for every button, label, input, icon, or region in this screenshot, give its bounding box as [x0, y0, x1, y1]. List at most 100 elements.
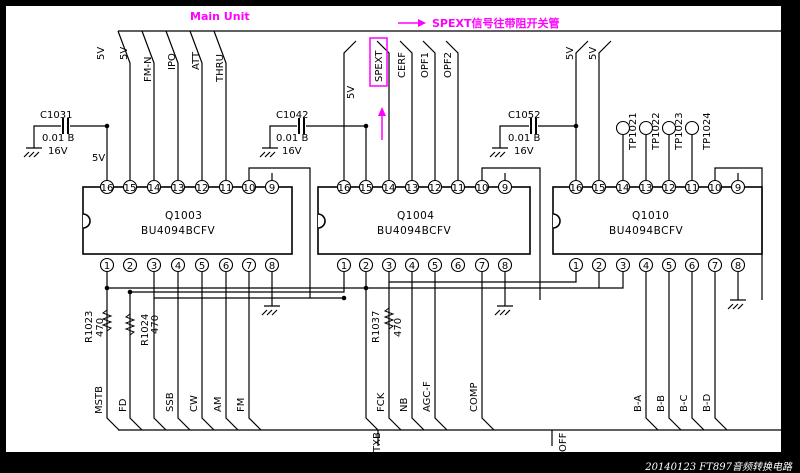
signal-b-c: B-C	[679, 395, 690, 412]
chip3-pin-5-number: 5	[666, 261, 672, 272]
test-point-label-4: TP1024	[702, 112, 713, 151]
spext-arrow	[398, 19, 426, 27]
supply-5v-label-5: 5V	[565, 47, 576, 60]
test-point-4	[684, 120, 700, 136]
chip2-pin-8-number: 8	[502, 261, 508, 272]
resistor-r1023-ref: R1023	[84, 311, 95, 343]
chip3-pin-9	[730, 179, 746, 195]
chip2-pin-14-number: 14	[383, 183, 396, 194]
chip1-pin-15	[122, 179, 138, 195]
resistor-r1023-value: 470	[95, 318, 106, 337]
chip3-pin-6	[684, 257, 700, 273]
chip2-pin-12-number: 12	[429, 183, 442, 194]
chip-notch-q1010	[552, 213, 561, 229]
test-point-label-2: TP1022	[651, 112, 662, 151]
chip1-pin-5-number: 5	[199, 261, 205, 272]
chip3-pin-1	[568, 257, 584, 273]
chip2-pin-1-number: 1	[341, 261, 347, 272]
capacitor-c1052	[489, 118, 579, 158]
chip1-bottom-pins: 1 2 3 4 5 6 7 8	[99, 257, 280, 273]
test-point-label-3: TP1023	[674, 112, 685, 151]
chip2-pin-8	[497, 257, 513, 273]
chip2-pin-11	[450, 179, 466, 195]
signal-fm-n: FM-N	[143, 57, 154, 82]
signal-agc-f: AGC-F	[422, 381, 433, 412]
chip1-pin-16-number: 16	[101, 183, 114, 194]
resistor-r1024-ref: R1024	[140, 314, 151, 346]
bus-label-txb: TXB	[372, 432, 383, 452]
chip2-pin-15	[358, 179, 374, 195]
chip2-pin-11-number: 11	[452, 183, 465, 194]
signal-opf1: OPF1	[420, 52, 431, 78]
chip1-pin-10-number: 10	[243, 183, 256, 194]
chip2-pin-2-number: 2	[363, 261, 369, 272]
capacitor-c1052-voltage: 16V	[514, 146, 534, 157]
chip3-pin-8-number: 8	[735, 261, 741, 272]
chip3-pin-11	[684, 179, 700, 195]
chip3-pin-11-number: 11	[686, 183, 699, 194]
chip2-pin-9-number: 9	[502, 183, 508, 194]
chip-body-q1004	[317, 186, 531, 255]
chip1-pin-13-number: 13	[172, 183, 185, 194]
resistor-r1024-value: 470	[150, 315, 161, 334]
schematic-diagram: Main Unit SPEXT信号往带阻开关管 Q1003 BU4094BCFV…	[23, 10, 781, 452]
chip2-pin-6	[450, 257, 466, 273]
chip1-pin-6	[218, 257, 234, 273]
supply-5v-label-4: 5V	[346, 86, 357, 99]
signal-att: ATT	[191, 51, 202, 70]
chip3-pin-7	[707, 257, 723, 273]
chip1-pin-8	[264, 257, 280, 273]
chip3-bottom-pins: 1 2 3 4 5 6 7 8	[568, 257, 746, 273]
capacitor-c1052-ref: C1052	[508, 110, 540, 121]
chip3-pin-5	[661, 257, 677, 273]
supply-5v-label-3: 5V	[92, 153, 105, 164]
signal-spext: SPEXT	[374, 50, 385, 82]
chip1-pin-1-number: 1	[104, 261, 110, 272]
supply-5v-label-6: 5V	[588, 47, 599, 60]
test-point-1	[615, 120, 631, 136]
chip3-pin-7-number: 7	[712, 261, 718, 272]
main-unit-label: Main Unit	[190, 10, 250, 23]
resistor-r1037-value: 470	[393, 318, 404, 337]
chip3-pin-12	[661, 179, 677, 195]
chip1-pin-15-number: 15	[124, 183, 137, 194]
resistor-r1037	[383, 307, 395, 330]
supply-5v-label-2: 5V	[119, 47, 130, 60]
chip1-pin-8-number: 8	[269, 261, 275, 272]
chip3-pin-2-number: 2	[596, 261, 602, 272]
signal-cw: CW	[189, 395, 200, 412]
chip1-pin-7-number: 7	[246, 261, 252, 272]
chip2-pin-12	[427, 179, 443, 195]
chip1-pin-6-number: 6	[223, 261, 229, 272]
chip2-top-pins: 16 15 14 13 12 11 10 9	[336, 179, 513, 195]
chip3-pin-10	[707, 179, 723, 195]
test-point-2	[638, 120, 654, 136]
spext-highlight-box	[369, 37, 388, 87]
chip1-pin-16	[99, 179, 115, 195]
chip-ref-q1004: Q1004	[397, 210, 435, 222]
chip-part-q1004: BU4094BCFV	[377, 225, 452, 237]
chip1-pin-11-number: 11	[220, 183, 233, 194]
test-point-label-1: TP1021	[628, 112, 639, 151]
chip1-pin-10	[241, 179, 257, 195]
caption-bar: 20140123 FT897音频转换电路	[0, 456, 800, 473]
chip2-pin-15-number: 15	[360, 183, 373, 194]
signal-thru: THRU	[215, 54, 226, 83]
chip1-pin-14-number: 14	[148, 183, 161, 194]
chip2-pin-6-number: 6	[455, 261, 461, 272]
schematic-sheet: Main Unit SPEXT信号往带阻开关管 Q1003 BU4094BCFV…	[6, 6, 781, 452]
test-point-3	[661, 120, 677, 136]
chip2-pin-2	[358, 257, 374, 273]
chip1-top-wiring	[106, 30, 311, 298]
chip2-pin-3	[381, 257, 397, 273]
signal-am: AM	[213, 397, 224, 412]
capacitor-c1042	[259, 118, 369, 158]
chip1-pin-12-number: 12	[196, 183, 209, 194]
capacitor-c1031-voltage: 16V	[48, 146, 68, 157]
chip3-pin-14	[615, 179, 631, 195]
chip3-pin-6-number: 6	[689, 261, 695, 272]
chip2-pin-10	[474, 179, 490, 195]
signal-b-b: B-B	[656, 395, 667, 412]
signal-comp: COMP	[469, 382, 480, 412]
